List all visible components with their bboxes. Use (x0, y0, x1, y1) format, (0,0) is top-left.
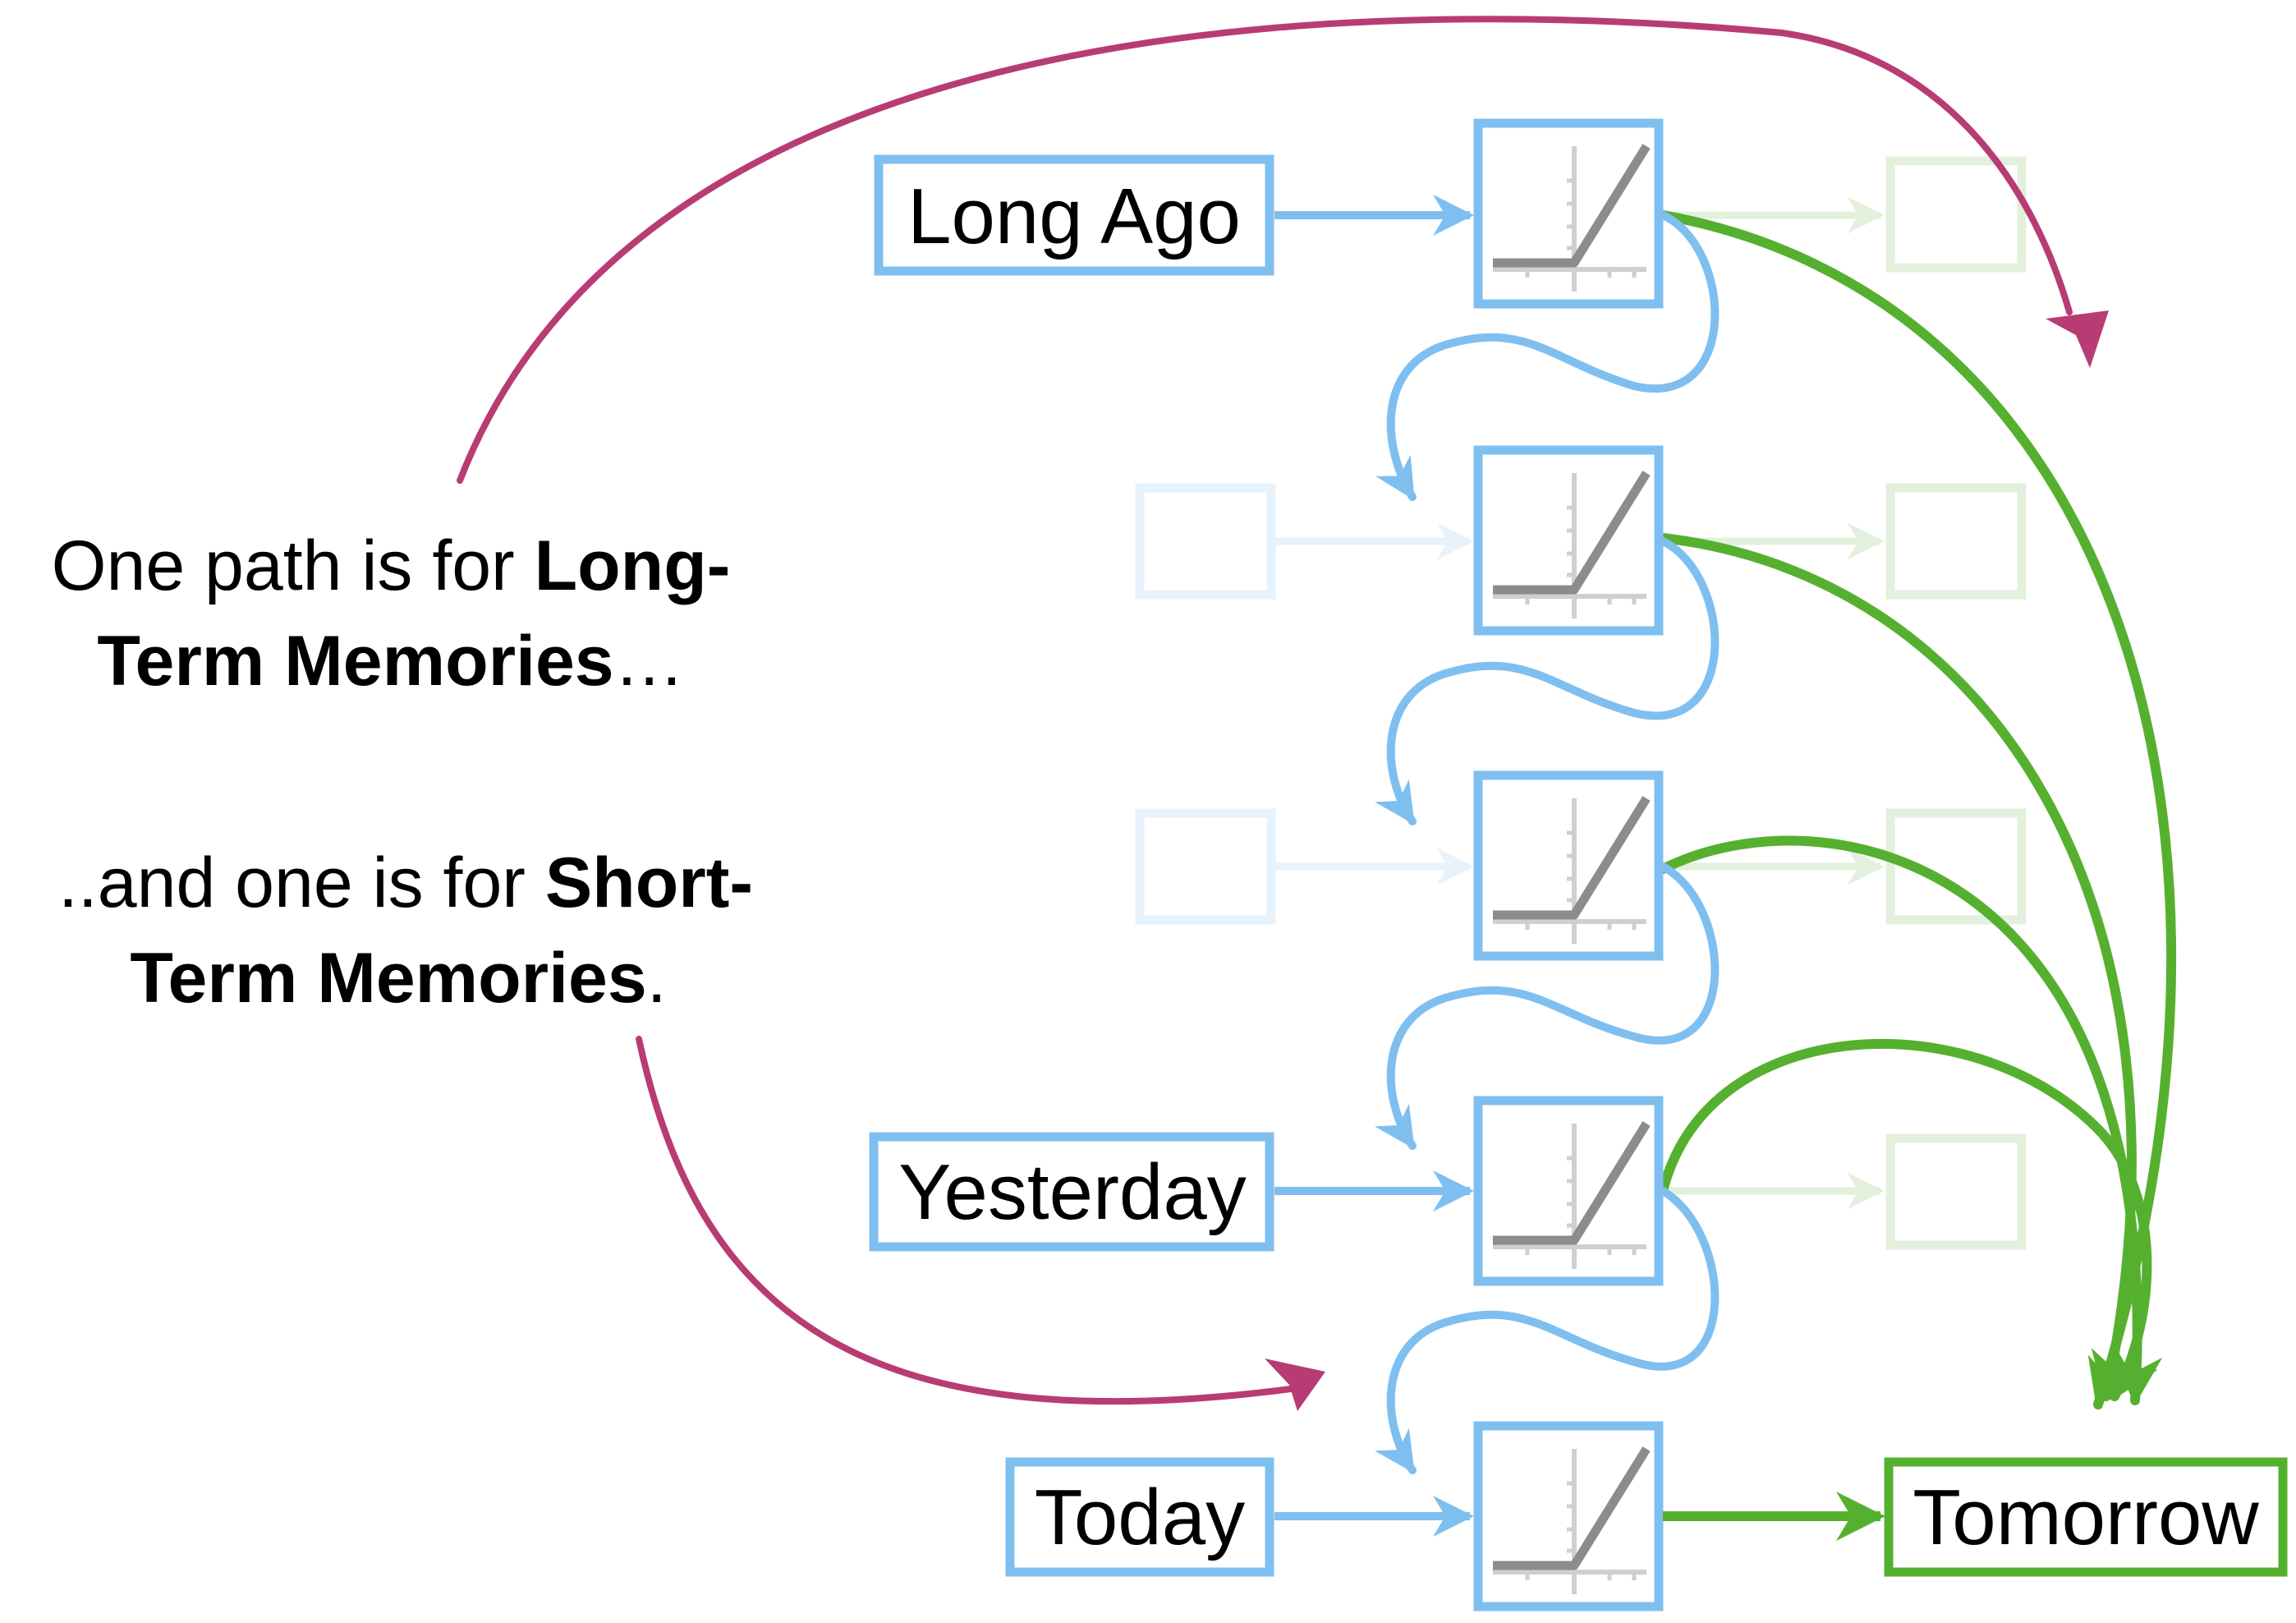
faded-output-box-3 (1885, 808, 2027, 925)
annotation-arrows (457, 16, 2073, 1405)
long-term-caption-line1: One path is for Long- (52, 526, 731, 605)
relu-activation-icon (1478, 1426, 1659, 1607)
green-path-from-unit-4 (1658, 1039, 2158, 1401)
tomorrow-label: Tomorrow (1913, 1474, 2259, 1561)
yesterday-label: Yesterday (898, 1148, 1246, 1236)
relu-activation-icon (1478, 450, 1659, 631)
long-term-caption-bold: Long- (535, 526, 731, 605)
activation-units (1478, 123, 1659, 1607)
recurrent-connections (1375, 211, 1720, 1474)
long-term-memory-paths (1658, 210, 2177, 1409)
faded-input-box-2 (1135, 483, 1276, 600)
output-tomorrow: Tomorrow (1663, 1457, 2288, 1577)
input-yesterday: Yesterday (869, 1132, 1474, 1252)
faded-output-box-1 (1885, 156, 2027, 273)
tomorrow-box (1884, 1457, 2288, 1577)
today-box (1005, 1457, 1274, 1577)
long-term-annotation-arrow (457, 16, 2073, 484)
recurrent-link-4-5 (1375, 1187, 1720, 1474)
short-term-annotation-arrowhead (1265, 1359, 1325, 1411)
short-term-caption: ..and one is for Short- Term Memories. (58, 844, 753, 1018)
relu-activation-icon (1478, 775, 1659, 956)
yesterday-box (869, 1132, 1274, 1252)
long-term-caption-line2: Term Memories… (97, 622, 684, 701)
green-path-from-unit-3 (1658, 835, 2163, 1405)
short-term-annotation-arrow (636, 1036, 1301, 1405)
long-ago-label: Long Ago (907, 172, 1241, 260)
faded-output-box-4 (1885, 1133, 2027, 1250)
faded-output-slots (1663, 156, 2027, 1250)
long-ago-box (874, 154, 1274, 276)
long-term-caption: One path is for Long- Term Memories… (52, 526, 731, 701)
today-label: Today (1035, 1474, 1245, 1561)
recurrent-link-3-4 (1375, 862, 1720, 1150)
short-term-caption-period: . (647, 939, 667, 1018)
green-path-from-unit-2 (1658, 533, 2140, 1401)
faded-input-box-3 (1135, 808, 1276, 925)
long-term-caption-ellipsis: … (614, 622, 685, 701)
relu-activation-icon (1478, 1101, 1659, 1281)
recurrent-link-2-3 (1375, 537, 1720, 825)
long-term-annotation-arrowhead (2046, 310, 2109, 368)
short-term-caption-bold: Short- (545, 844, 753, 922)
short-term-caption-regular: ..and one is for (58, 844, 545, 922)
short-term-caption-bold-2: Term Memories (130, 939, 646, 1018)
short-term-caption-line1: ..and one is for Short- (58, 844, 753, 922)
relu-activation-icon (1478, 123, 1659, 304)
faded-output-box-2 (1885, 483, 2027, 600)
short-term-caption-line2: Term Memories. (130, 939, 666, 1018)
input-long-ago: Long Ago (874, 154, 1474, 276)
recurrent-link-1-2 (1375, 211, 1720, 501)
faded-input-slots (1135, 483, 1474, 925)
input-today: Today (1005, 1457, 1474, 1577)
green-path-from-unit-1 (1658, 210, 2177, 1409)
long-term-caption-regular: One path is for (52, 526, 535, 605)
long-term-caption-bold-2: Term Memories (97, 622, 613, 701)
